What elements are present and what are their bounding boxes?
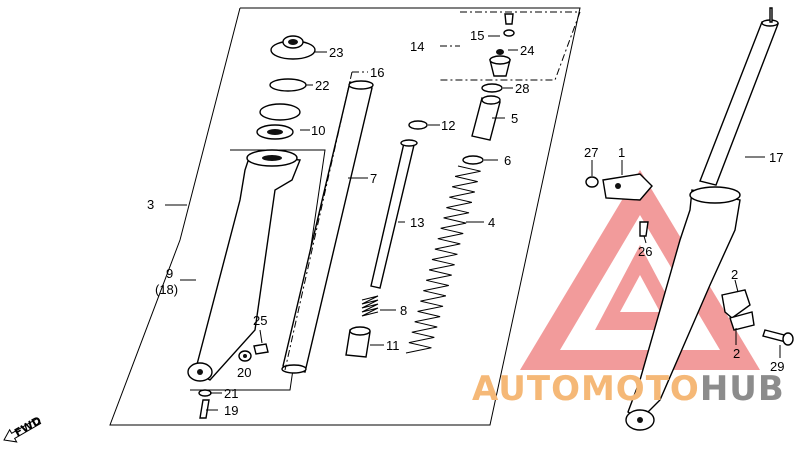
part-12-washer (408, 120, 428, 130)
label-25: 25 (253, 313, 267, 328)
part-21-washer (198, 389, 212, 397)
label-23: 23 (329, 45, 343, 60)
part-labels: 23 22 10 16 7 3 9 (18) 25 20 21 19 14 15… (147, 28, 784, 418)
label-4: 4 (488, 215, 495, 230)
part-14-cap-group (489, 13, 515, 77)
part-9-outer-tube (187, 149, 301, 382)
label-2-bottom: 2 (733, 346, 740, 361)
label-29: 29 (770, 359, 784, 374)
part-29-bolt (762, 329, 794, 346)
label-26: 26 (638, 244, 652, 259)
label-14: 14 (410, 39, 424, 54)
watermark-text: AUTOMOTOHUB (472, 369, 785, 409)
part-4-fork-spring (405, 165, 481, 354)
label-19: 19 (224, 403, 238, 418)
label-22: 22 (315, 78, 329, 93)
part-7-inner-tube (281, 80, 374, 374)
label-8: 8 (400, 303, 407, 318)
label-5: 5 (511, 111, 518, 126)
label-11: 11 (386, 338, 400, 353)
label-9: 9 (166, 266, 173, 281)
fwd-arrow-icon (3, 417, 42, 443)
label-17: 17 (769, 150, 783, 165)
label-21: 21 (224, 386, 238, 401)
label-24: 24 (520, 43, 534, 58)
label-12: 12 (441, 118, 455, 133)
part-17-fork-assembly (625, 7, 779, 431)
part-5-spacer (471, 95, 501, 141)
part-26-bolt (639, 221, 649, 237)
part-13-damper-rod (370, 139, 418, 289)
part-8-spring (361, 295, 379, 317)
part-27-nut (585, 176, 599, 188)
label-7: 7 (370, 171, 377, 186)
label-3: 3 (147, 197, 154, 212)
label-10: 10 (311, 123, 325, 138)
part-2-clamp (721, 289, 755, 331)
part-11-piece (345, 326, 371, 358)
label-2-top: 2 (731, 267, 738, 282)
part-28-ring (481, 83, 503, 93)
label-16: 16 (370, 65, 384, 80)
label-27: 27 (584, 145, 598, 160)
part-20-washer (238, 350, 252, 362)
part-10-seal (256, 103, 301, 140)
part-19-bolt (199, 399, 210, 419)
label-9-alt: (18) (155, 282, 178, 297)
label-20: 20 (237, 365, 251, 380)
watermark-prefix: AUTOMOTO (472, 369, 700, 409)
label-13: 13 (410, 215, 424, 230)
part-25-bolt (253, 343, 269, 355)
label-1: 1 (618, 145, 625, 160)
part-23-cap (270, 35, 316, 60)
fwd-label: FWD (12, 414, 43, 440)
svg-text:AUTOMOTOHUB: AUTOMOTOHUB (472, 369, 785, 409)
label-15: 15 (470, 28, 484, 43)
label-6: 6 (504, 153, 511, 168)
label-28: 28 (515, 81, 529, 96)
part-1-bracket (602, 173, 653, 201)
part-22-ring (269, 78, 307, 92)
forward-direction-indicator: FWD (3, 414, 44, 443)
part-6-spring-seat (462, 155, 484, 165)
assembly-outline (109, 7, 581, 426)
leader-lines (180, 35, 781, 411)
watermark-suffix: HUB (700, 369, 785, 409)
